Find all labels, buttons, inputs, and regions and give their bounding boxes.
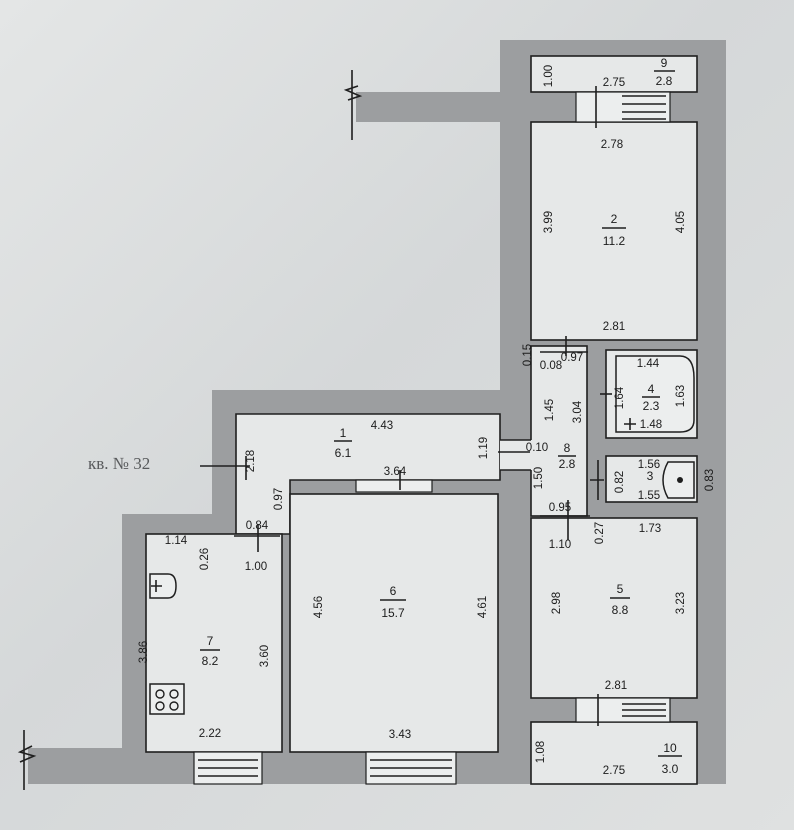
room-area-text: 3.0 xyxy=(662,762,679,776)
dimension-r6-right: 4.61 xyxy=(477,596,489,618)
dimension-r7-bottom: 2.22 xyxy=(199,728,221,740)
room-labels: 9 2.8 2 11.2 4 2.3 3 8 2.8 5 8.8 xyxy=(200,56,682,776)
dimension-r7-right: 3.60 xyxy=(259,645,271,667)
dimension-r8-right: 3.04 xyxy=(572,400,584,423)
room-label-9: 9 2.8 xyxy=(654,56,675,88)
room-area-text: 8.8 xyxy=(612,603,629,617)
dimension-r5-top-b: 0.27 xyxy=(594,522,606,544)
dimension-r5-bottom: 2.81 xyxy=(605,680,627,692)
room-label-8: 8 2.8 xyxy=(558,441,576,471)
dimension-r8-bottom: 0.95 xyxy=(549,502,571,514)
dimension-r1-step: 0.97 xyxy=(273,488,285,510)
room-7 xyxy=(145,533,283,753)
room-label-2: 2 11.2 xyxy=(602,212,626,248)
windows xyxy=(193,86,671,785)
dimension-r8-top-c: 0.97 xyxy=(561,352,583,364)
room-number-text: 6 xyxy=(390,584,397,598)
room-number-text: 10 xyxy=(663,741,677,755)
dimension-r7-step: 0.26 xyxy=(199,548,211,570)
dimension-lines xyxy=(200,336,612,552)
dimension-r5-left: 2.98 xyxy=(551,592,563,614)
dimension-r1-bottom: 3.64 xyxy=(384,466,407,478)
dimension-r3-left: 0.82 xyxy=(614,471,626,493)
dimension-r9-depth: 1.00 xyxy=(543,65,555,87)
dimension-values: 1.00 2.75 2.78 3.99 4.05 2.81 0.15 0.08 … xyxy=(138,65,716,777)
dimension-r5-right: 3.23 xyxy=(675,592,687,614)
dimension-r8-left: 1.45 xyxy=(544,399,556,421)
room-10 xyxy=(530,721,698,785)
room-2 xyxy=(530,121,698,341)
room-area-text: 2.8 xyxy=(559,457,576,471)
room-label-1: 1 6.1 xyxy=(334,426,352,460)
dimension-r6-left: 4.56 xyxy=(313,596,325,618)
dimension-r10-width: 2.75 xyxy=(603,765,625,777)
room-8 xyxy=(530,345,588,517)
dimension-r2-right: 4.05 xyxy=(675,211,687,233)
dimension-r2-left: 3.99 xyxy=(543,211,555,233)
opening-room-6-top xyxy=(355,479,433,493)
dimension-r3-right: 0.83 xyxy=(704,469,716,491)
dimension-r4-top: 1.44 xyxy=(637,358,660,370)
room-label-6: 6 15.7 xyxy=(380,584,406,620)
sink-icon xyxy=(149,573,177,599)
dimension-r1-right: 1.19 xyxy=(478,437,490,459)
dimension-r1-top: 4.43 xyxy=(371,420,393,432)
dimension-r8-top-a: 0.15 xyxy=(522,344,534,366)
dimension-r7-top: 1.14 xyxy=(165,535,188,547)
toilet-icon xyxy=(662,461,695,499)
room-label-5: 5 8.8 xyxy=(610,582,630,617)
room-number-text: 8 xyxy=(564,441,571,455)
dimension-r5-top-a: 1.10 xyxy=(549,539,571,551)
room-number-text: 7 xyxy=(207,634,214,648)
dimension-r3-bottom: 1.55 xyxy=(638,490,660,502)
room-9 xyxy=(530,55,698,93)
dimension-r10-depth: 1.08 xyxy=(535,741,547,763)
room-label-7: 7 8.2 xyxy=(200,634,220,668)
room-5 xyxy=(530,517,698,699)
room-number-text: 9 xyxy=(661,56,668,70)
wall-break-icon xyxy=(17,70,363,790)
window-room-5 xyxy=(575,694,671,726)
room-label-10: 10 3.0 xyxy=(658,741,682,776)
room-area-text: 2.3 xyxy=(643,399,660,413)
room-area-text: 11.2 xyxy=(603,234,626,248)
dimension-r2-bottom: 2.81 xyxy=(603,321,625,333)
stove-icon xyxy=(149,683,185,715)
room-number-text: 4 xyxy=(648,382,655,396)
room-area-text: 6.1 xyxy=(335,446,352,460)
dimension-r2-top: 2.78 xyxy=(601,139,623,151)
dimension-r7-door: 1.00 xyxy=(245,561,267,573)
room-number-text: 1 xyxy=(340,426,347,440)
room-area-text: 2.8 xyxy=(656,74,673,88)
room-number-text: 3 xyxy=(647,469,654,483)
room-6 xyxy=(289,493,499,753)
room-number-text: 5 xyxy=(617,582,624,596)
room-number-text: 2 xyxy=(611,212,618,226)
dimension-r8-mid: 0.10 xyxy=(526,442,548,454)
dimension-r8-lower: 1.50 xyxy=(533,467,545,489)
apartment-label: кв. № 32 xyxy=(88,454,150,473)
window-room-6 xyxy=(365,751,457,785)
dimension-r9-width: 2.75 xyxy=(603,77,625,89)
dimension-r1-door: 0.84 xyxy=(246,520,269,532)
rooms xyxy=(145,55,698,785)
room-label-4: 4 2.3 xyxy=(642,382,660,413)
dimension-r4-left: 1.64 xyxy=(614,386,626,409)
bathtub-icon xyxy=(615,355,695,433)
dimension-r6-bottom: 3.43 xyxy=(389,729,411,741)
window-room-7 xyxy=(193,751,263,785)
dimension-r4-right: 1.63 xyxy=(675,385,687,407)
dimension-r7-left: 3.86 xyxy=(138,641,150,663)
dimension-r8-top-b: 0.08 xyxy=(540,360,562,372)
window-room-9 xyxy=(575,86,671,128)
room-label-3: 3 xyxy=(647,469,654,483)
dimension-r4-bottom: 1.48 xyxy=(640,419,662,431)
dimension-r5-top-c: 1.73 xyxy=(639,523,661,535)
room-area-text: 15.7 xyxy=(381,606,405,620)
dimension-r3-top: 1.56 xyxy=(638,459,660,471)
room-area-text: 8.2 xyxy=(202,654,219,668)
dimension-r1-left: 2.18 xyxy=(245,450,257,472)
